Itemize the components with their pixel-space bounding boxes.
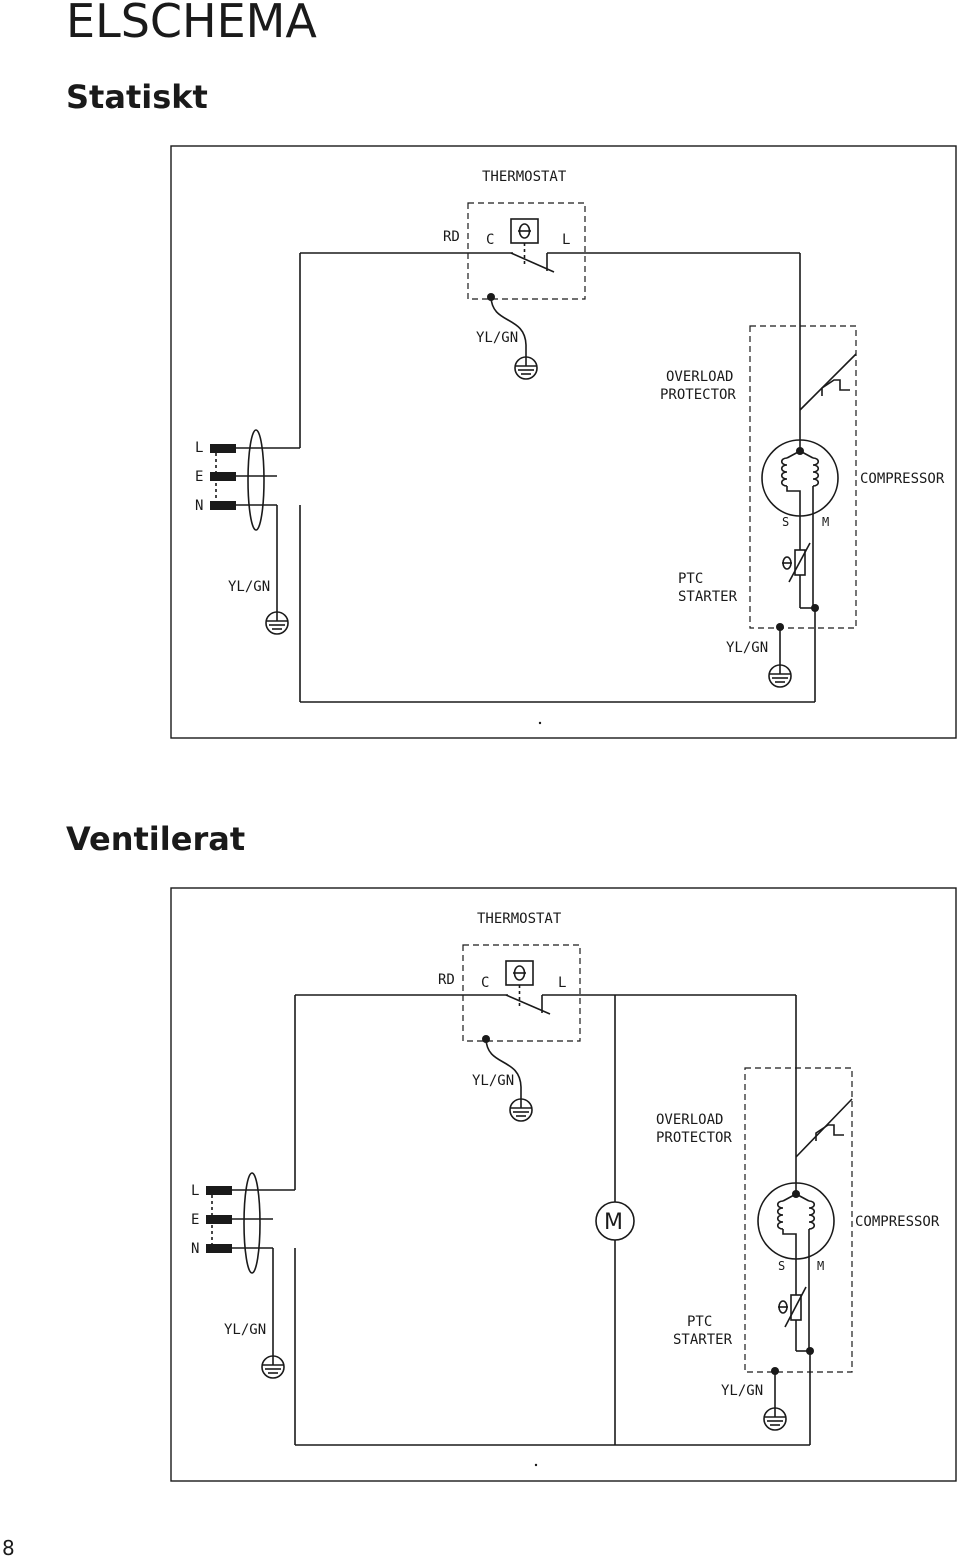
section-title-ventilated: Ventilerat [66,820,246,858]
compressor-box [744,1067,853,1373]
overload-label-line2: PROTECTOR [656,1130,732,1146]
ptc-label-line1: PTC [678,571,703,587]
diagram-frame [170,887,957,1482]
overload-label-line1: OVERLOAD [656,1112,723,1128]
earth-ground-icon [768,664,792,688]
ptc-label-line2: STARTER [673,1332,733,1348]
compressor-m-label: M [817,1259,824,1273]
compressor-motor-icon [757,1182,835,1260]
mains-plug-icon [210,429,277,531]
plug-e-label: E [195,469,203,485]
compressor-earth-label: YL/GN [726,640,768,656]
section-title-static: Statiskt [66,78,208,116]
earth-ground-icon [509,1098,533,1122]
compressor-s-label: S [782,515,789,529]
ptc-starter-icon [782,511,819,612]
ptc-label-line1: PTC [687,1314,712,1330]
thermostat-switch-icon [295,994,796,1015]
plug-l-label: L [195,440,203,456]
compressor-m-label: M [822,515,829,529]
compressor-earth-label: YL/GN [721,1383,763,1399]
plug-n-label: N [191,1241,199,1257]
fan-motor-label: M [604,1210,623,1235]
page-number: 8 [2,1536,15,1560]
compressor-s-label: S [778,1259,785,1273]
earth-ground-icon [265,607,289,635]
thermostat-l-label: L [558,975,566,991]
wiring-diagram-static: THERMOSTAT RD C L YL/GN L E N [170,145,957,739]
earth-ground-icon [261,1351,285,1379]
thermostat-rd-label: RD [438,972,455,988]
overload-protector-icon [799,353,857,450]
thermostat-earth-label: YL/GN [472,1073,514,1089]
thermostat-c-label: C [481,975,489,991]
compressor-label: COMPRESSOR [860,471,945,487]
page-title: ELSCHEMA [66,0,317,48]
plug-earth-label: YL/GN [224,1322,266,1338]
thermostat-box [467,202,586,300]
mains-plug-icon [206,1172,273,1274]
thermostat-earth-label: YL/GN [476,330,518,346]
thermostat-sensor-icon [510,218,539,265]
overload-protector-icon [795,1098,853,1194]
compressor-box [749,325,857,629]
thermostat-label: THERMOSTAT [482,169,567,185]
compressor-label: COMPRESSOR [855,1214,940,1230]
thermostat-switch-icon [300,252,800,273]
thermostat-c-label: C [486,232,494,248]
thermostat-box [462,944,581,1042]
fan-motor-icon [595,1201,635,1241]
thermostat-sensor-icon [505,960,534,1007]
compressor-motor-icon [761,439,839,517]
plug-earth-label: YL/GN [228,579,270,595]
overload-label-line1: OVERLOAD [666,369,733,385]
earth-ground-icon [514,356,538,380]
thermostat-l-label: L [562,232,570,248]
earth-ground-icon [763,1407,787,1431]
overload-label-line2: PROTECTOR [660,387,736,403]
plug-e-label: E [191,1212,199,1228]
plug-n-label: N [195,498,203,514]
plug-l-label: L [191,1183,199,1199]
wiring-diagram-ventilated: THERMOSTAT RD C L YL/GN M L E N [170,887,957,1482]
ptc-starter-icon [778,1254,814,1355]
diagram-frame [170,145,957,739]
thermostat-rd-label: RD [443,229,460,245]
ptc-label-line2: STARTER [678,589,738,605]
thermostat-label: THERMOSTAT [477,911,562,927]
